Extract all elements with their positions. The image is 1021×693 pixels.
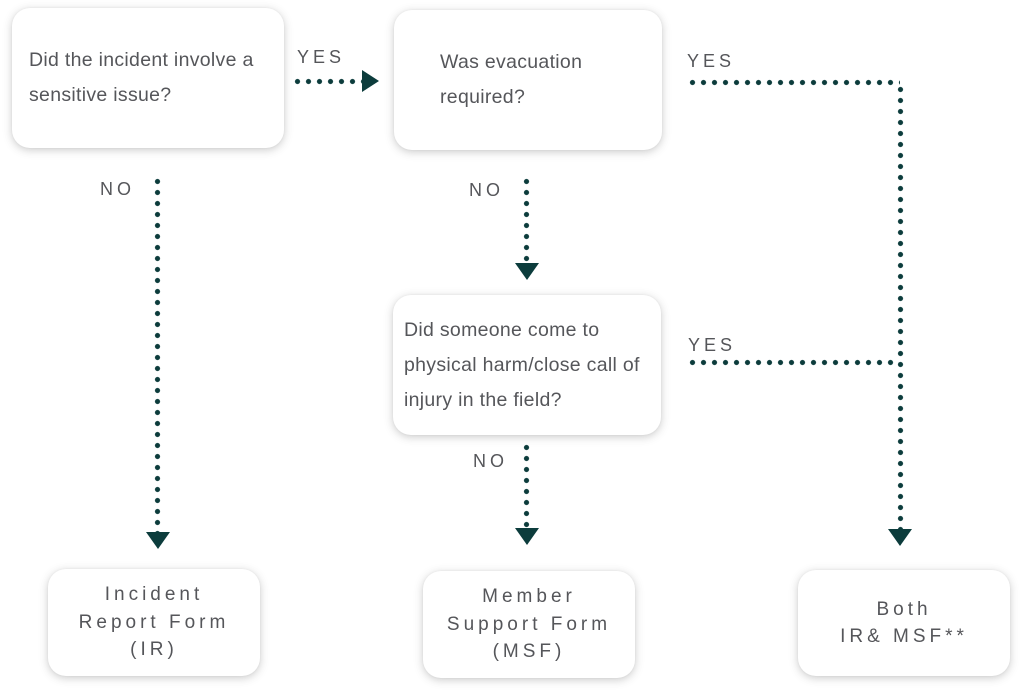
outcome-box-both: Both IR& MSF** [798, 570, 1010, 676]
outcome-line: Report Form [78, 611, 230, 633]
dotted-line-right-vertical [897, 84, 904, 530]
edge-label-no-2: NO [469, 180, 504, 200]
outcome-line: Member [482, 586, 576, 608]
question-text-evacuation: Was evacuation required? [440, 51, 583, 108]
outcome-line: Support Form [446, 613, 612, 635]
question-text-physical-harm: Did someone come to physical harm/close … [404, 318, 640, 411]
arrow-down-icon-both [888, 529, 912, 546]
question-box-sensitive-issue: Did the incident involve a sensitive iss… [12, 8, 284, 148]
outcome-line: Both [876, 598, 932, 620]
edge-label-no-3: NO [473, 451, 508, 471]
question-box-evacuation: Was evacuation required? [394, 10, 662, 150]
question-text-sensitive-issue: Did the incident involve a sensitive iss… [29, 49, 254, 106]
arrow-down-icon-msf [515, 528, 539, 545]
dotted-line-yes-3 [687, 359, 899, 366]
outcome-box-member-support: Member Support Form (MSF) [423, 571, 635, 678]
outcome-line: (IR) [130, 639, 178, 661]
arrow-right-icon [362, 70, 379, 92]
outcome-line: IR& MSF** [840, 626, 968, 647]
dotted-line-no-2 [523, 176, 530, 264]
outcome-line: (MSF) [492, 641, 566, 663]
edge-label-yes-1: YES [297, 47, 346, 67]
edge-label-no-1: NO [100, 179, 135, 199]
dotted-line-yes-2 [687, 79, 900, 86]
question-box-physical-harm: Did someone come to physical harm/close … [393, 295, 661, 435]
edge-label-yes-2: YES [687, 51, 736, 71]
arrow-down-icon-q3 [515, 263, 539, 280]
dotted-line-yes-1 [292, 78, 362, 85]
dotted-line-no-1 [154, 176, 161, 533]
dotted-line-no-3 [523, 442, 530, 529]
arrow-down-icon-ir [146, 532, 170, 549]
outcome-line: Incident [104, 584, 204, 606]
outcome-box-incident-report: Incident Report Form (IR) [48, 569, 260, 676]
edge-label-yes-3: YES [688, 335, 737, 355]
